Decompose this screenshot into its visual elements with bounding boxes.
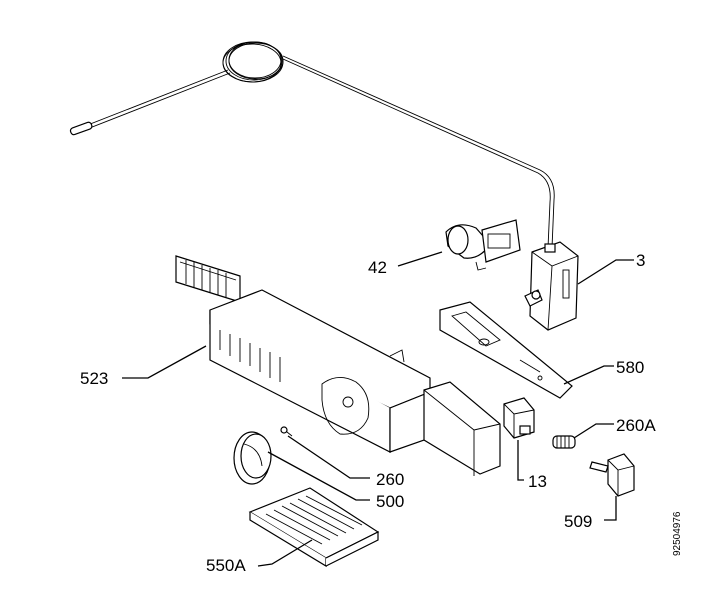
callout-500: 500 — [376, 492, 404, 511]
leader-500 — [267, 451, 370, 501]
callout-labels: 3 42 523 580 260A 260 13 500 509 550A — [80, 251, 656, 575]
lamp-cover-part — [423, 381, 501, 476]
connector-part — [589, 453, 635, 497]
grille-cover-part — [248, 487, 380, 568]
callout-509: 509 — [564, 512, 592, 531]
leader-3 — [577, 259, 634, 285]
leader-42 — [397, 251, 443, 267]
leader-260A — [573, 423, 614, 439]
thermostat-housing-part — [175, 255, 431, 453]
leader-580 — [563, 365, 614, 385]
callout-580: 580 — [616, 358, 644, 377]
screw-part — [280, 426, 293, 437]
lamp-holder-part — [445, 219, 521, 271]
leader-523 — [122, 345, 207, 379]
thermostat-part — [524, 241, 579, 331]
switch-part — [503, 397, 535, 439]
callout-260A: 260A — [616, 416, 656, 435]
leader-13 — [517, 440, 524, 481]
capillary-coil — [69, 41, 555, 249]
callout-523: 523 — [80, 369, 108, 388]
callout-3: 3 — [636, 251, 645, 270]
leader-260 — [287, 435, 370, 479]
callout-550A: 550A — [206, 556, 246, 575]
callout-260: 260 — [376, 470, 404, 489]
leader-550A — [257, 539, 313, 567]
control-plate-part — [439, 301, 573, 399]
lamp-part — [552, 435, 576, 449]
drawing-number: 92504976 — [672, 511, 683, 556]
leader-509 — [604, 496, 617, 521]
callout-13: 13 — [528, 472, 547, 491]
callout-42: 42 — [368, 258, 387, 277]
leader-lines — [122, 251, 634, 567]
knob-part — [233, 431, 272, 485]
